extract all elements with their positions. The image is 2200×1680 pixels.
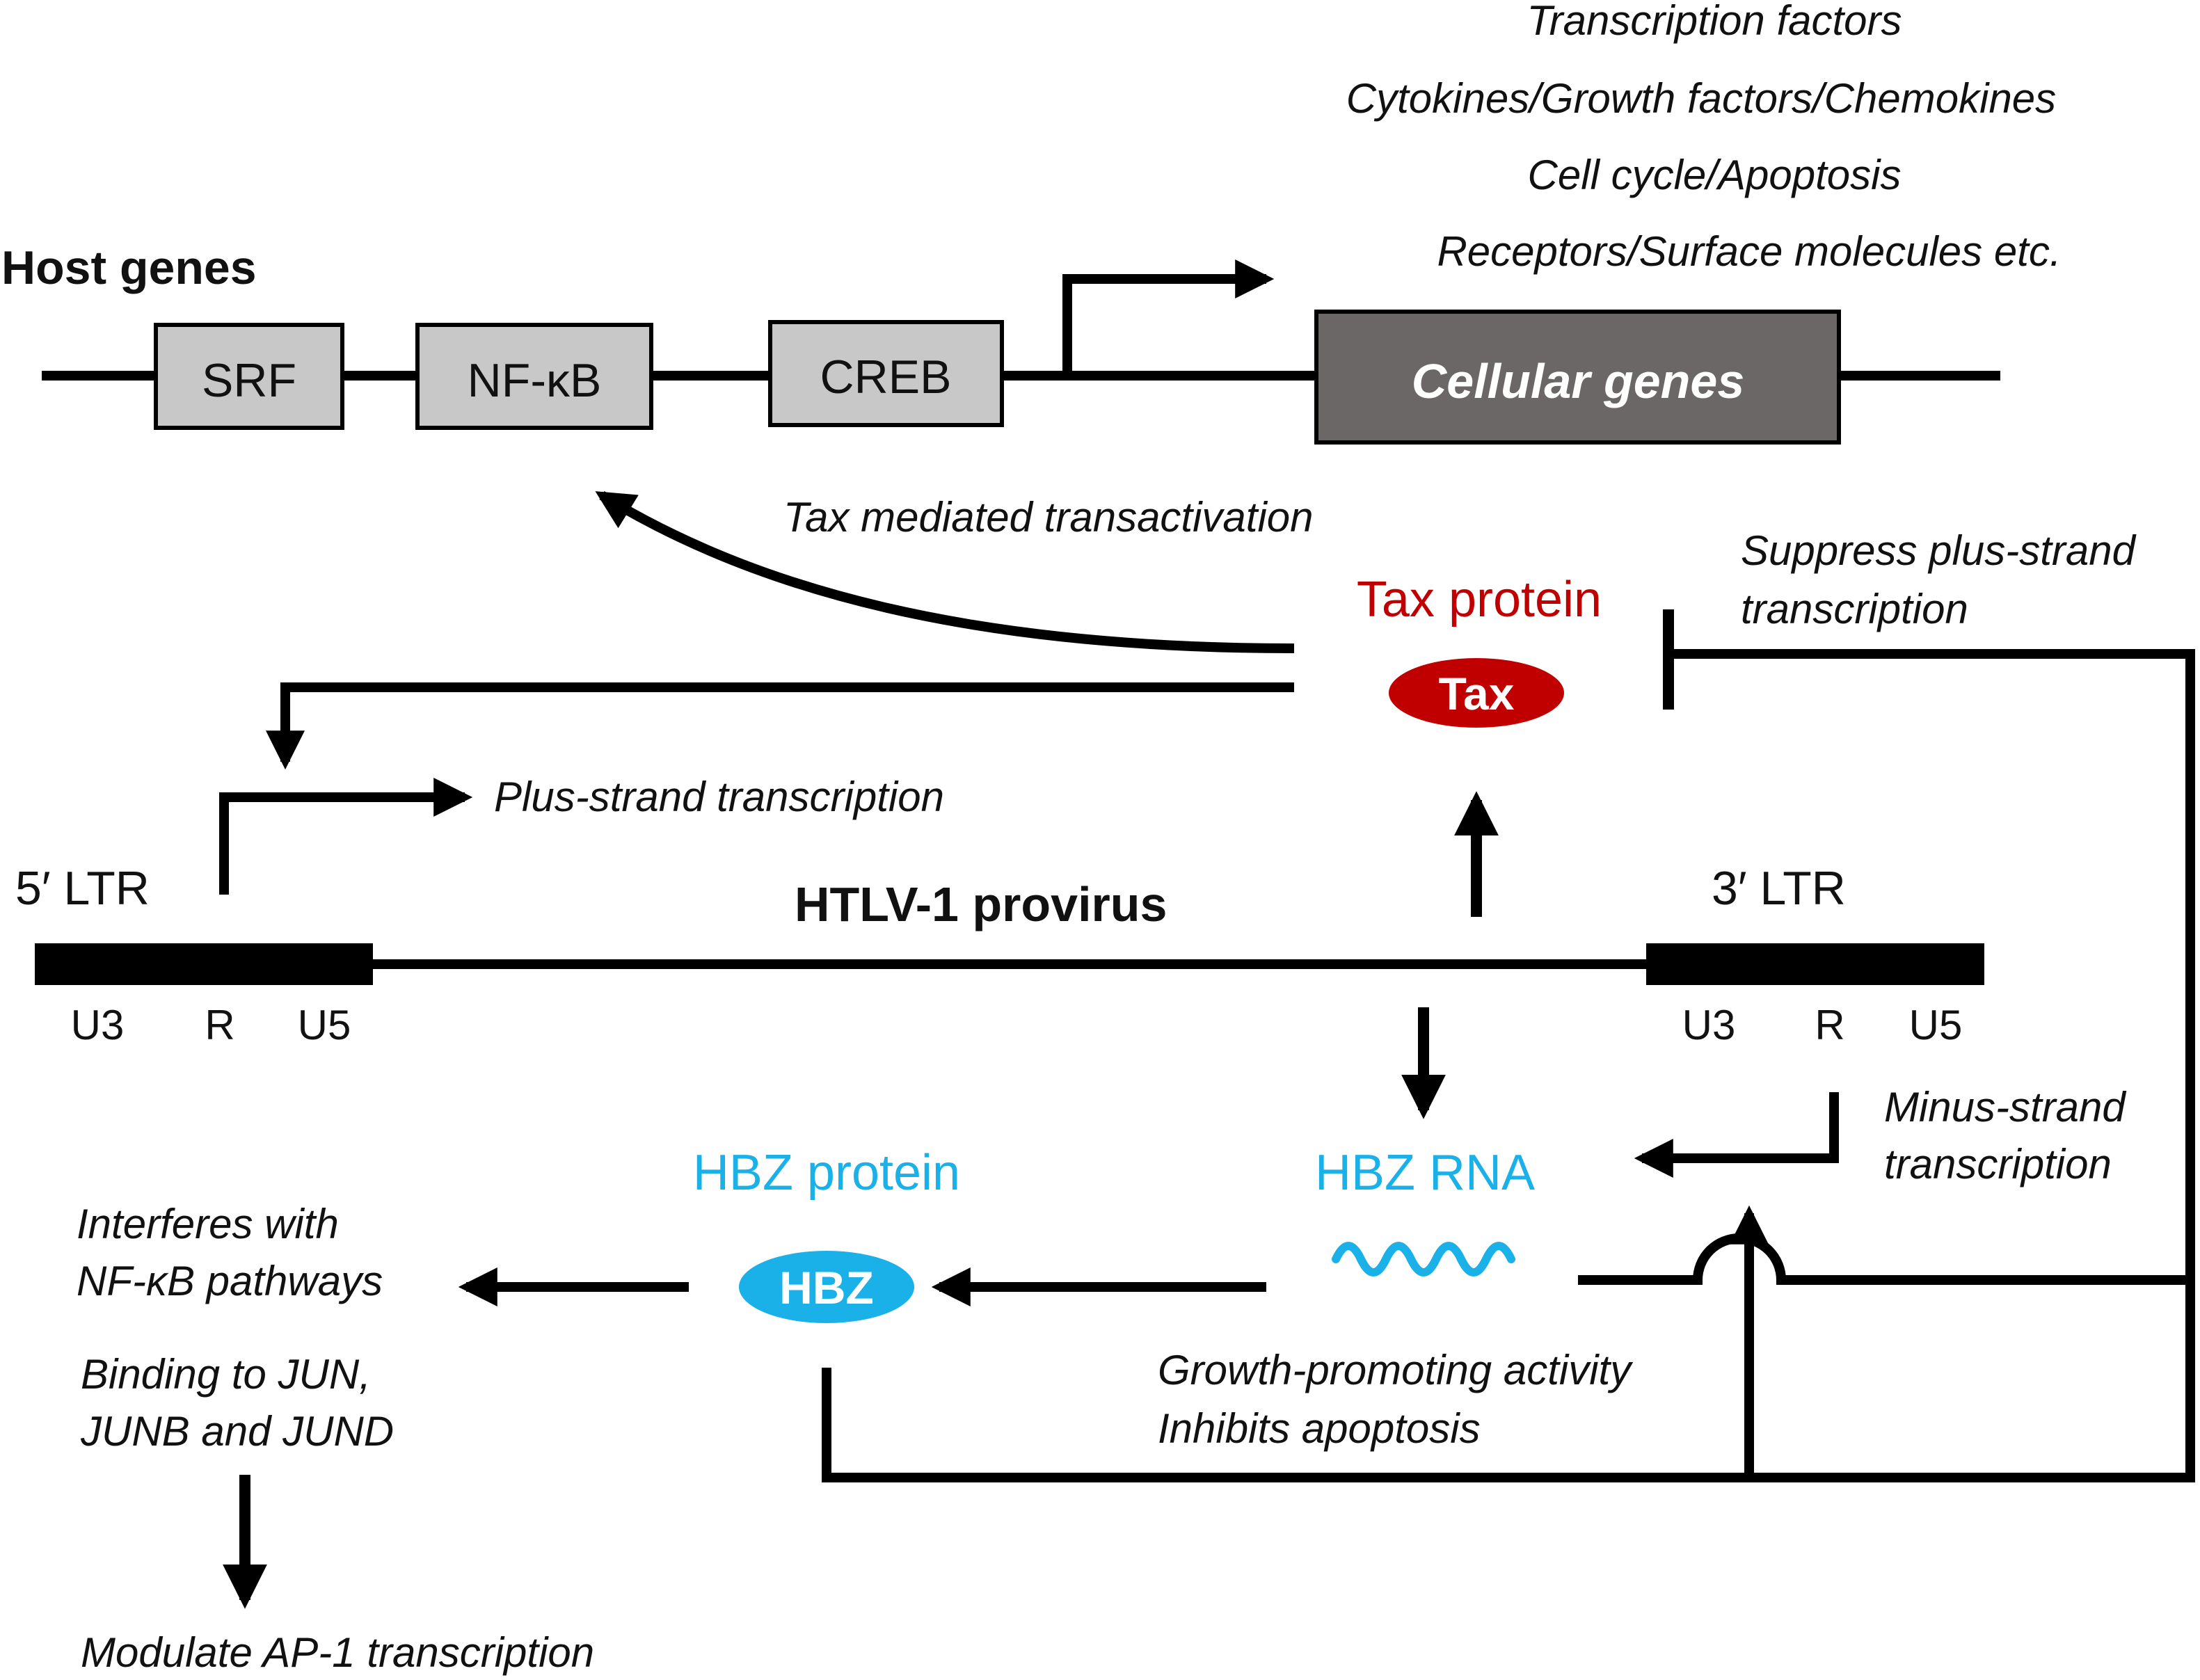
protein-effect-line: NF-κB pathways [77,1258,383,1304]
protein-effect-line: JUNB and JUND [80,1408,394,1455]
creb-label: CREB [820,351,952,403]
minus-strand-label-line2: transcription [1884,1141,2112,1187]
target-item: Cytokines/Growth factors/Chemokines [1346,75,2056,122]
minus-strand-label-line1: Minus-strand [1884,1084,2126,1130]
cellular-genes-box: Cellular genes [1314,310,1841,445]
suppress-label-line2: transcription [1741,586,1968,632]
srf-label: SRF [202,354,296,407]
ltr3-regions: U3 R U5 [1682,1002,1963,1048]
ltr5-regions: U3 R U5 [71,1002,351,1048]
suppress-label-line1: Suppress plus-strand [1741,527,2137,574]
region-r: R [1815,1002,1844,1048]
target-gene-list: Transcription factors Cytokines/Growth f… [1346,0,2062,275]
minus-strand-arrow [1634,1092,1839,1178]
ap1-label: Modulate AP-1 transcription [81,1629,594,1676]
plus-strand-label: Plus-strand transcription [494,774,944,820]
tax-transactivation-arrow [595,491,1295,653]
region-r: R [205,1002,234,1048]
hbz-rna-wave-icon [1332,1242,1515,1277]
ltr3-block [1646,943,1984,985]
hbz-protein-label: HBZ protein [693,1145,960,1201]
suppress-feedback-line [1668,649,2195,1277]
tax-protein-label: Tax protein [1357,572,1602,627]
hbz-rna-feedback-line [1578,1233,2190,1285]
creb-box: CREB [768,320,1004,427]
ltr5-label: 5′ LTR [15,862,150,915]
plus-strand-arrow [219,778,473,895]
region-u5: U5 [298,1002,351,1048]
protein-effect-line: Binding to JUN, [81,1351,371,1398]
protein-effect-line: Interferes with [77,1201,339,1247]
hbz-ellipse-label: HBZ [779,1262,874,1313]
region-u3: U3 [71,1002,125,1048]
srf-box: SRF [154,323,344,430]
rna-effect-apoptosis: Inhibits apoptosis [1158,1405,1481,1452]
rna-effect-growth: Growth-promoting activity [1158,1347,1634,1393]
cellular-genes-label: Cellular genes [1412,354,1745,408]
tax-transactivation-label: Tax mediated transactivation [783,494,1314,541]
hbz-protein-effects: Interferes with NF-κB pathways Binding t… [77,1201,394,1455]
nfkb-label: NF-κB [468,354,602,407]
hbz-rna-label: HBZ RNA [1315,1145,1535,1201]
region-u3: U3 [1682,1002,1736,1048]
hbz-ellipse: HBZ [739,1251,914,1323]
tax-ellipse: Tax [1389,658,1564,728]
ltr3-label: 3′ LTR [1712,862,1846,915]
tax-to-5ltr-arrow [266,682,1294,770]
provirus-title: HTLV-1 provirus [795,877,1167,931]
target-item: Transcription factors [1527,0,1902,44]
region-u5: U5 [1909,1002,1963,1048]
target-item: Cell cycle/Apoptosis [1528,152,1902,198]
target-item: Receptors/Surface molecules etc. [1437,228,2061,275]
ltr5-block [35,943,373,985]
tax-ellipse-label: Tax [1439,668,1515,719]
host-genes-title: Host genes [1,241,257,294]
nfkb-box: NF-κB [415,323,653,430]
hbz-protein-loop-line [822,1277,2195,1482]
host-transcription-start-arrow [1062,259,1275,376]
